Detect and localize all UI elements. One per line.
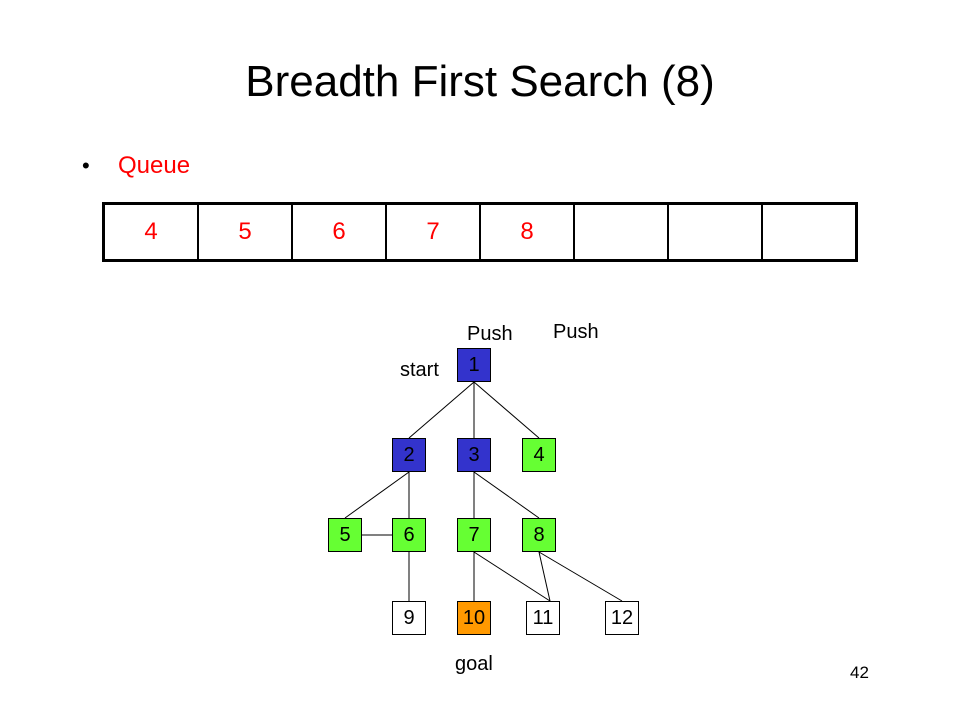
bullet-text: Queue [118, 152, 191, 179]
goal-label: goal [455, 653, 493, 675]
slide-title: Breadth First Search (8) [245, 57, 715, 106]
queue-cell: 7 [387, 205, 481, 259]
tree-node-8: 8 [522, 518, 556, 552]
tree-node-4: 4 [522, 438, 556, 472]
tree-node-6: 6 [392, 518, 426, 552]
queue-bullet: • Queue [82, 148, 190, 184]
tree-edge-8-12 [538, 551, 623, 602]
tree-node-12: 12 [605, 601, 639, 635]
tree-node-2: 2 [392, 438, 426, 472]
bullet-dot-icon: • [82, 153, 90, 178]
queue-cell: 5 [199, 205, 293, 259]
queue-cell [575, 205, 669, 259]
page-number: 42 [850, 663, 869, 682]
start-label: start [400, 359, 439, 381]
queue-table: 4 5 6 7 8 [102, 202, 858, 262]
queue-cell: 4 [105, 205, 199, 259]
tree-edge-1-4 [473, 381, 540, 439]
tree-edge-2-5 [344, 471, 410, 519]
push-label-left: Push [467, 323, 513, 345]
queue-cell [669, 205, 763, 259]
queue-cell: 8 [481, 205, 575, 259]
tree-node-1: 1 [457, 348, 491, 382]
tree-edge-8-11 [538, 551, 551, 602]
tree-edge-1-2 [408, 381, 475, 439]
tree-node-11: 11 [526, 601, 560, 635]
queue-cell: 6 [293, 205, 387, 259]
tree-node-7: 7 [457, 518, 491, 552]
tree-node-9: 9 [392, 601, 426, 635]
queue-cell [763, 205, 855, 259]
tree-edge-7-11 [473, 551, 551, 602]
push-label-right: Push [553, 321, 599, 343]
tree-node-3: 3 [457, 438, 491, 472]
tree-node-10: 10 [457, 601, 491, 635]
tree-edge-3-8 [473, 471, 540, 519]
tree-node-5: 5 [328, 518, 362, 552]
